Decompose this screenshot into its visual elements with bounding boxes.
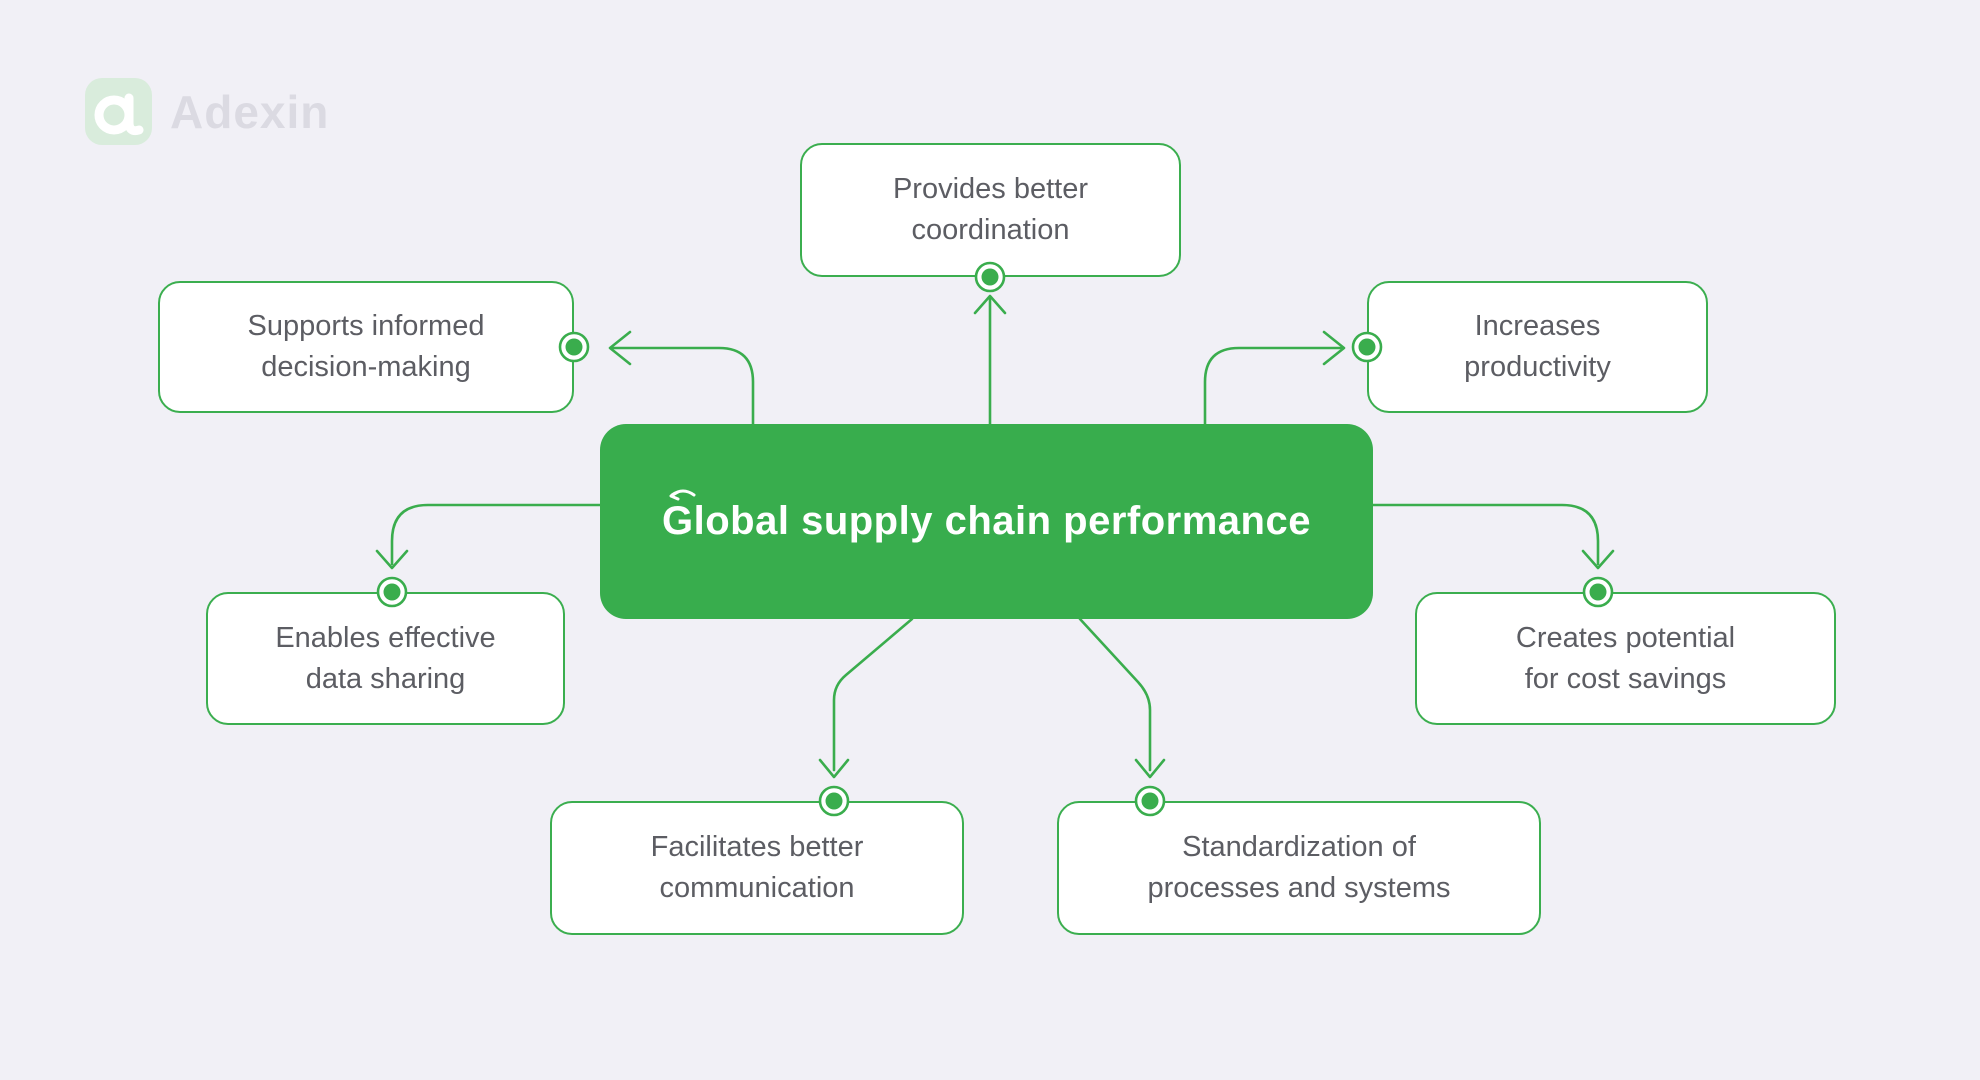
node-increases-productivity: Increases productivity	[1367, 281, 1708, 413]
connector-creates-potential-for-cost-savings	[1371, 503, 1615, 570]
node-label-line: processes and systems	[1147, 872, 1451, 904]
node-label-line: Provides better	[892, 173, 1089, 205]
connector-increases-productivity	[1203, 330, 1346, 427]
central-node: Global supply chain performance	[600, 424, 1373, 619]
node-label-line: Increases	[1474, 310, 1601, 342]
node-label-line: for cost savings	[1524, 662, 1727, 695]
brand-logo: Adexin	[85, 78, 329, 145]
node-label-line: productivity	[1464, 351, 1611, 383]
node-label-line: Standardization of	[1182, 831, 1416, 863]
adexin-a-icon	[85, 78, 152, 145]
node-label-line: coordination	[911, 214, 1070, 246]
brand-name: Adexin	[170, 85, 330, 138]
node-supports-informed-decision-making: Supports informed decision-making	[158, 281, 574, 413]
connector-supports-informed-decision-making	[608, 330, 755, 427]
node-label-line: decision-making	[261, 351, 471, 383]
node-provides-better-coordination: Provides better coordination	[800, 143, 1181, 277]
node-standardization-of-processes-and-systems: Standardization of processes and systems	[1057, 801, 1541, 935]
node-label-line: communication	[659, 872, 855, 904]
adexin-a-glyph	[94, 93, 144, 136]
connector-standardization-of-processes-and-systems	[1078, 617, 1166, 779]
node-label-line: data sharing	[305, 662, 466, 695]
node-creates-potential-for-cost-savings: Creates potential for cost savings	[1415, 592, 1836, 725]
node-label-line: Facilitates better	[650, 831, 864, 863]
node-facilitates-better-communication: Facilitates better communication	[550, 801, 964, 935]
node-enables-effective-data-sharing: Enables effective data sharing	[206, 592, 565, 725]
connector-facilitates-better-communication	[818, 617, 914, 779]
connector-enables-effective-data-sharing	[375, 503, 602, 570]
node-label-line: Supports informed	[247, 310, 485, 342]
central-title: Global supply chain performance	[662, 499, 1311, 543]
title-swoosh-icon	[669, 489, 696, 501]
connector-provides-better-coordination	[973, 294, 1007, 427]
node-label-line: Creates potential	[1515, 621, 1736, 654]
node-label-line: Enables effective	[275, 621, 496, 654]
